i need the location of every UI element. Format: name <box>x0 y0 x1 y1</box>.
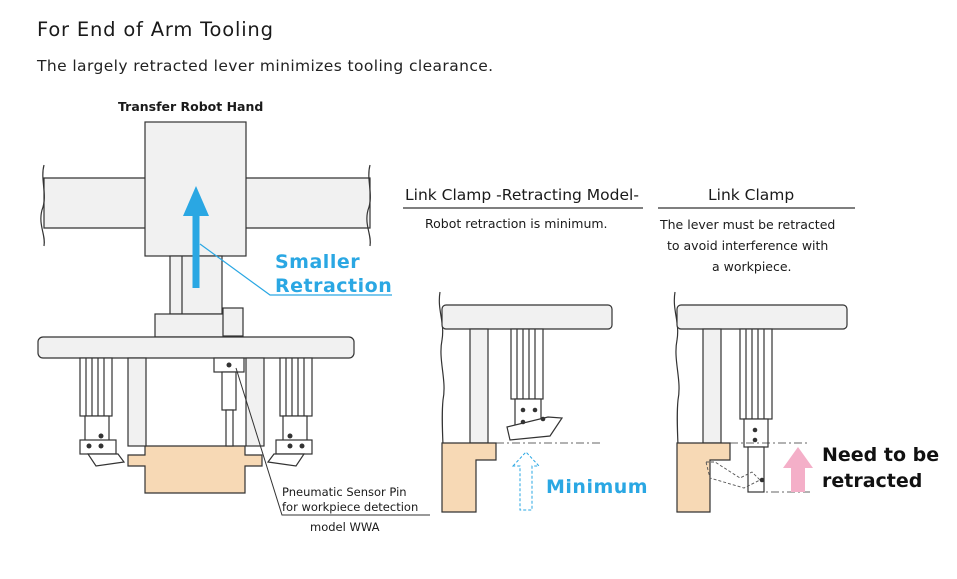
sensor-leader <box>235 367 430 516</box>
retraction-arrow <box>183 186 209 288</box>
tooling-plate <box>37 336 355 359</box>
retraction-label-line2: Retraction <box>275 275 393 297</box>
page-title: For End of Arm Tooling <box>37 18 274 41</box>
link-clamp-description-line3: a workpiece. <box>712 259 792 274</box>
page-subtitle: The largely retracted lever minimizes to… <box>37 57 494 75</box>
pink-retract-arrow <box>783 447 813 492</box>
need-retract-label-line1: Need to be <box>822 444 940 466</box>
retraction-leader <box>199 243 392 296</box>
link-clamp-description-line1: The lever must be retracted <box>660 217 836 232</box>
link-clamp-plate <box>676 304 848 330</box>
sensor-body <box>222 307 244 337</box>
link-clamp-description-line2: to avoid interference with <box>667 238 829 253</box>
workpiece-left <box>127 445 263 494</box>
link-clamp-figure <box>658 207 855 513</box>
need-retract-label-line2: retracted <box>822 470 923 492</box>
sensor-label-line2: for workpiece detection <box>282 500 419 514</box>
retraction-label-line1: Smaller <box>275 251 361 273</box>
retracting-model-heading: Link Clamp -Retracting Model- <box>405 186 639 204</box>
sensor-label-line1: Pneumatic Sensor Pin <box>282 485 407 499</box>
link-clamp-heading: Link Clamp <box>708 186 795 204</box>
workpiece-right <box>676 442 731 513</box>
retracting-model-figure <box>403 207 643 513</box>
clamp-bolts-left <box>86 362 305 449</box>
minimum-arrow <box>511 451 541 511</box>
robot-hand-label: Transfer Robot Hand <box>118 99 264 114</box>
minimum-label: Minimum <box>546 476 649 498</box>
retracting-model-description: Robot retraction is minimum. <box>425 216 608 231</box>
retracting-plate <box>441 304 613 330</box>
robot-hand-assembly <box>37 121 371 494</box>
workpiece-middle <box>441 442 497 513</box>
sensor-model-label: model WWA <box>310 520 380 534</box>
